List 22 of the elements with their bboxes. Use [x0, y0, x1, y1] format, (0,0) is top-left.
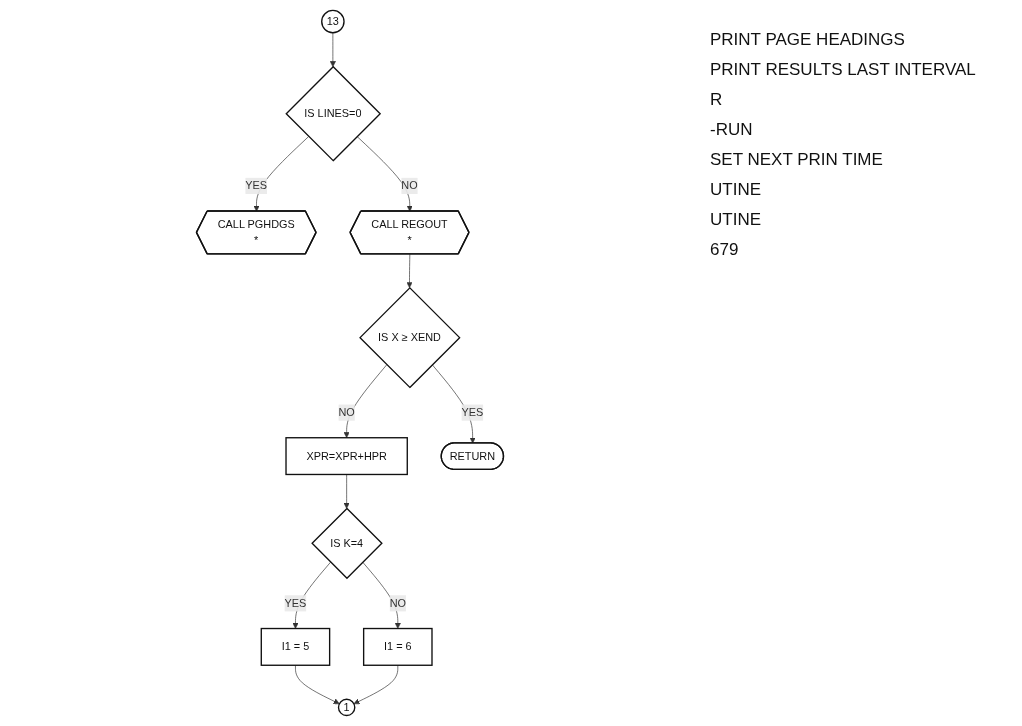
node-box: I1 = 5 — [260, 627, 331, 666]
edge-label: NO — [401, 179, 418, 192]
node-box: XPR=XPR+HPR — [285, 437, 408, 476]
edge-label: NO — [389, 597, 407, 609]
node-box: I1 = 6 — [363, 627, 433, 666]
note-text: PRINT PAGE HEADINGS — [710, 30, 906, 50]
node-circle: 1 — [337, 698, 356, 717]
note-text: R — [710, 90, 724, 110]
node-diamond: IS LINES=0 — [285, 65, 382, 162]
edge-label: YES — [245, 179, 268, 192]
node-diamond: IS X ≥ XEND — [359, 286, 461, 389]
note-text: -RUN — [710, 120, 754, 140]
edge-label: YES — [284, 597, 307, 609]
note-text: SET NEXT PRIN TIME — [710, 150, 884, 170]
node-circle: 13 — [321, 9, 345, 34]
note-text: 679 — [710, 240, 740, 260]
node-diamond: IS K=4 — [311, 507, 383, 580]
note-text: PRINT RESULTS LAST INTERVAL — [710, 60, 977, 80]
note-text: UTINE — [710, 210, 762, 230]
edge-label: YES — [461, 406, 484, 419]
edge-label: NO — [338, 406, 355, 419]
note-text: UTINE — [710, 180, 762, 200]
